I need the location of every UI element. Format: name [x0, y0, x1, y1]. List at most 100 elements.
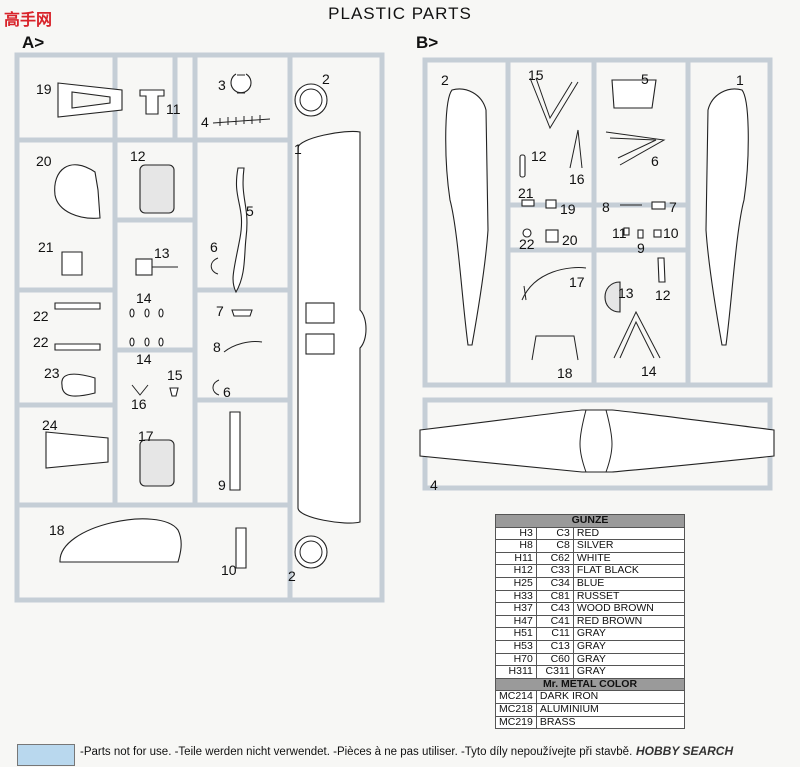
gunze-header-row: GUNZE [495, 514, 685, 528]
a-part-1-slot-b [305, 333, 335, 355]
b-part-1 [705, 88, 749, 346]
b-part-19 [545, 199, 557, 209]
sprue-a-label: A> [22, 33, 45, 52]
gunze-color-name: RED [572, 526, 686, 541]
gunze-c-code: C81 [535, 589, 574, 604]
a-part-2-top-hub [299, 88, 323, 112]
b-part-4-center [579, 409, 613, 473]
gunze-color-name: WHITE [572, 551, 686, 566]
gunze-h-code: H53 [495, 639, 537, 654]
b-part-10 [653, 229, 662, 238]
gunze-h-code: H33 [495, 589, 537, 604]
watermark-logo: 高手网 [4, 10, 53, 29]
num-b-12-bottom: 12 [655, 287, 671, 303]
a-part-17 [139, 439, 175, 487]
gunze-c-code: C3 [535, 526, 574, 541]
num-b-11: 11 [612, 225, 627, 241]
num-a-10: 10 [221, 562, 237, 578]
b-part-14 [613, 310, 661, 359]
gunze-h-code: H11 [495, 551, 537, 566]
gunze-color-name: WOOD BROWN [572, 602, 686, 616]
num-b-2: 2 [441, 72, 449, 88]
a-part-10 [235, 527, 247, 569]
sprue-a-frame [14, 52, 385, 603]
b-part-15 [529, 77, 579, 130]
num-b-21: 21 [518, 185, 534, 201]
b-part-2 [445, 88, 489, 346]
num-b-4: 4 [430, 477, 438, 493]
a-part-22-top [54, 302, 101, 310]
num-b-7: 7 [669, 199, 677, 215]
a-part-2-bottom-hub [299, 540, 323, 564]
num-b-17: 17 [569, 274, 585, 290]
page-title: PLASTIC PARTS [328, 4, 472, 23]
a-part-16-a [131, 384, 149, 396]
metal-code: MC214 [495, 690, 537, 704]
num-a-24: 24 [42, 417, 58, 433]
num-b-1: 1 [736, 72, 744, 88]
b-part-17 [521, 267, 587, 301]
gunze-color-name: GRAY [572, 627, 686, 641]
gunze-h-code: H8 [495, 539, 537, 553]
gunze-c-code: C11 [535, 627, 574, 641]
a-part-6-top [210, 257, 219, 275]
num-a-7: 7 [216, 303, 224, 319]
hobby-search-logo: HOBBY SEARCH [636, 744, 734, 758]
gunze-c-code: C43 [535, 602, 574, 616]
a-part-8 [223, 341, 263, 353]
gunze-c-code: C311 [535, 665, 574, 679]
num-a-3: 3 [218, 77, 226, 93]
metal-code: MC218 [495, 702, 537, 717]
a-part-3 [230, 73, 252, 94]
num-a-19: 19 [36, 81, 52, 97]
gunze-color-name: BLUE [572, 576, 686, 591]
num-a-6-top: 6 [210, 239, 218, 255]
num-a-12: 12 [130, 148, 146, 164]
a-part-numbers: 19 11 3 4 2 1 20 12 5 21 13 6 14 7 22 22… [33, 71, 330, 584]
num-b-8: 8 [602, 199, 610, 215]
num-b-15: 15 [528, 67, 544, 83]
gunze-header: GUNZE [495, 514, 685, 528]
b-part-22 [522, 228, 532, 238]
metal-code: MC219 [495, 715, 537, 730]
num-b-19: 19 [560, 201, 576, 217]
num-a-11: 11 [166, 101, 181, 117]
gunze-color-name: RED BROWN [572, 614, 686, 629]
a-part-12-top [139, 164, 175, 214]
a-part-23 [61, 373, 96, 397]
not-for-use-legend: -Parts not for use. -Teile werden nicht … [80, 746, 633, 758]
num-b-9: 9 [637, 240, 645, 256]
num-a-16: 16 [131, 396, 147, 412]
b-part-12-top [519, 154, 526, 178]
num-a-22-top: 22 [33, 308, 49, 324]
a-part-6-bottom [212, 379, 220, 396]
gunze-h-code: H311 [495, 665, 537, 679]
b-part-20 [545, 229, 559, 243]
b-part-16 [569, 129, 583, 169]
gunze-h-code: H70 [495, 652, 537, 667]
num-b-6: 6 [651, 153, 659, 169]
gunze-c-code: C13 [535, 639, 574, 654]
num-a-9: 9 [218, 477, 226, 493]
num-b-16: 16 [569, 171, 585, 187]
num-a-8: 8 [213, 339, 221, 355]
num-a-2-top: 2 [322, 71, 330, 87]
gunze-h-code: H3 [495, 526, 537, 541]
gunze-c-code: C60 [535, 652, 574, 667]
num-a-4: 4 [201, 114, 209, 130]
a-part-1-slot-a [305, 302, 335, 324]
b-part-9 [637, 229, 644, 239]
b-part-11 [623, 227, 630, 236]
a-part-21 [61, 251, 83, 276]
